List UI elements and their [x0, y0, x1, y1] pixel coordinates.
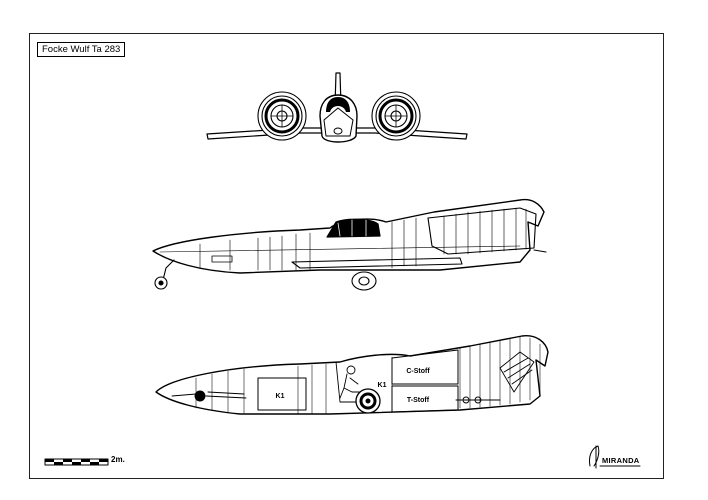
scale-bar — [44, 458, 109, 466]
side-view-ramjet — [427, 207, 537, 255]
cutaway-nose-equipment — [171, 390, 247, 402]
cutaway-c-stoff-tank — [391, 349, 459, 385]
side-view-nose-gear — [154, 259, 175, 290]
cutaway-ramjet — [455, 351, 535, 404]
right-ramjet-pod — [371, 91, 421, 141]
side-view-main-gear — [351, 271, 377, 291]
artist-signature: MIRANDA — [602, 456, 640, 465]
label-t-stoff: T-Stoff — [407, 397, 430, 404]
label-fuel-tank-aft: K1 — [378, 382, 387, 389]
scale-label: 2m. — [111, 455, 125, 464]
cutaway-main-wheel — [355, 388, 381, 414]
drawing-title: Focke Wulf Ta 283 — [37, 42, 126, 57]
front-view — [206, 72, 468, 143]
cutaway-fuselage — [155, 335, 549, 415]
side-view-canopy — [326, 218, 381, 238]
left-ramjet-pod — [257, 91, 307, 141]
artist-signature-mark — [589, 445, 641, 469]
label-fuel-tank-fore: K1 — [276, 393, 285, 400]
side-view — [152, 198, 547, 291]
cutaway-t-stoff-tank — [391, 385, 459, 413]
side-view-panel-lines — [159, 207, 527, 271]
cutaway-view: K1 K1 C-Stoff T-Stoff — [155, 335, 549, 415]
cutaway-fuel-tank-fore — [257, 377, 307, 411]
cutaway-pilot-seat — [335, 361, 363, 403]
label-c-stoff: C-Stoff — [406, 368, 430, 375]
